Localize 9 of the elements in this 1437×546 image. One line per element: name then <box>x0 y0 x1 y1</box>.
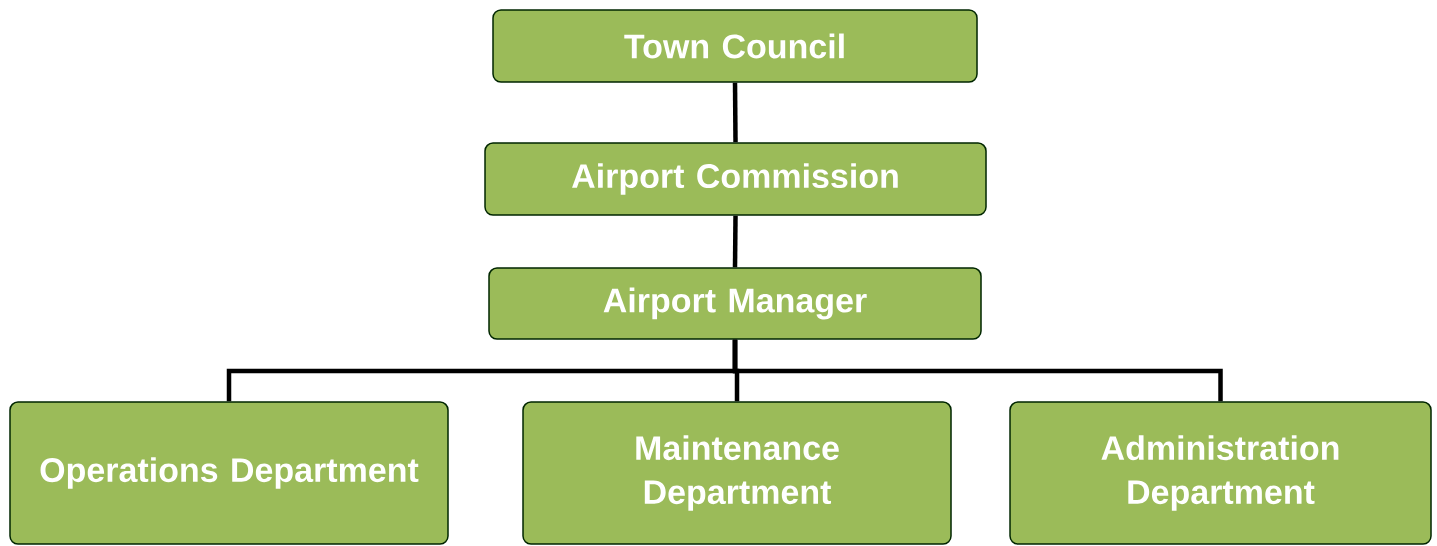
connector-line <box>732 82 738 143</box>
org-box: Airport Manager <box>488 267 982 340</box>
connector-line <box>732 339 1223 402</box>
org-box: Town Council <box>492 9 978 83</box>
org-box: Airport Commission <box>484 142 987 216</box>
org-box: Administration Department <box>1009 401 1432 545</box>
connector-line <box>732 215 738 268</box>
org-box: Operations Department <box>9 401 449 545</box>
org-box: Maintenance Department <box>522 401 952 545</box>
